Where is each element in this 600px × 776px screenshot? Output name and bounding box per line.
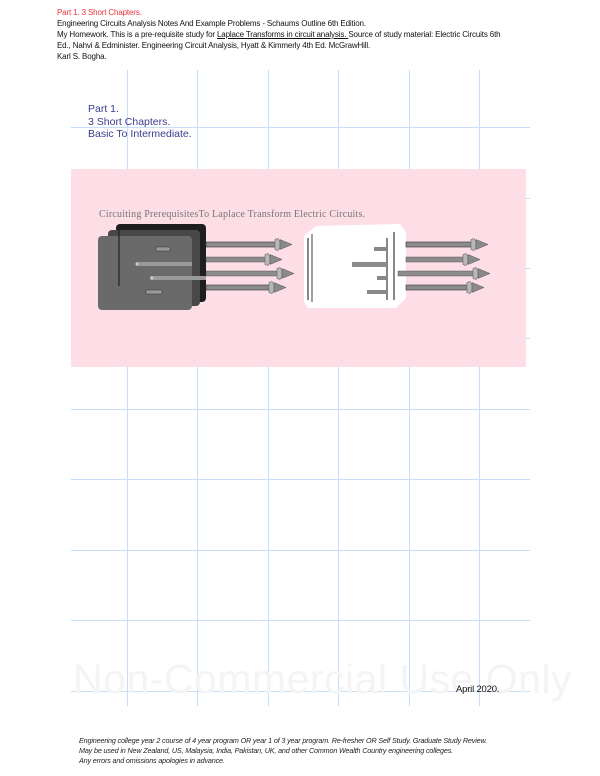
document-date: April 2020. [456,684,500,695]
grid-vline [268,70,269,706]
grid-vline [338,70,339,706]
grid-hline [71,620,530,621]
grid-vline [197,70,198,706]
grid-vline [409,70,410,706]
laplace-link[interactable]: Laplace Transforms in circuit analysis. [216,30,349,39]
grid-hline [71,409,530,410]
part-heading-line1: Part 1. [88,103,119,115]
part-heading: Part 1. 3 Short Chapters. Basic To Inter… [88,103,192,141]
graph-paper-grid [71,70,530,706]
header-homework-line: My Homework. This is a pre-requisite stu… [57,29,587,40]
part-heading-line3: Basic To Intermediate. [88,128,192,140]
grid-vline [127,70,128,706]
banner-title: Circuiting PrerequisitesTo Laplace Trans… [99,209,366,220]
homework-prefix: My Homework. This is a pre-requisite stu… [57,30,217,39]
footer-line2: May be used in New Zealand, US, Malaysia… [79,746,453,755]
dark-plug-stack-icon [98,224,295,310]
document-footer: Engineering college year 2 course of 4 y… [79,736,579,766]
homework-suffix: Source of study material: Electric Circu… [348,30,501,39]
header-part-title: Part 1. 3 Short Chapters. [57,8,142,17]
grid-hline [71,691,530,692]
grid-vline [479,70,480,706]
footer-line3: Any errors and omissions apologies in ad… [79,756,225,765]
header-author: Karl S. Bogha. [57,52,107,61]
grid-hline [71,479,530,480]
header-sources-line: Ed., Nahvi & Edminister. Engineering Cir… [57,41,371,50]
part-heading-line2: 3 Short Chapters. [88,115,171,128]
document-header: Part 1. 3 Short Chapters. Engineering Ci… [57,7,587,62]
footer-line1: Engineering college year 2 course of 4 y… [79,736,487,745]
banner-graphic [90,220,510,325]
white-plug-outline-icon [304,224,491,308]
watermark: Non-Commercial Use Only [73,656,573,702]
header-book-title: Engineering Circuits Analysis Notes And … [57,19,366,28]
grid-hline [71,127,530,128]
grid-hline [71,550,530,551]
